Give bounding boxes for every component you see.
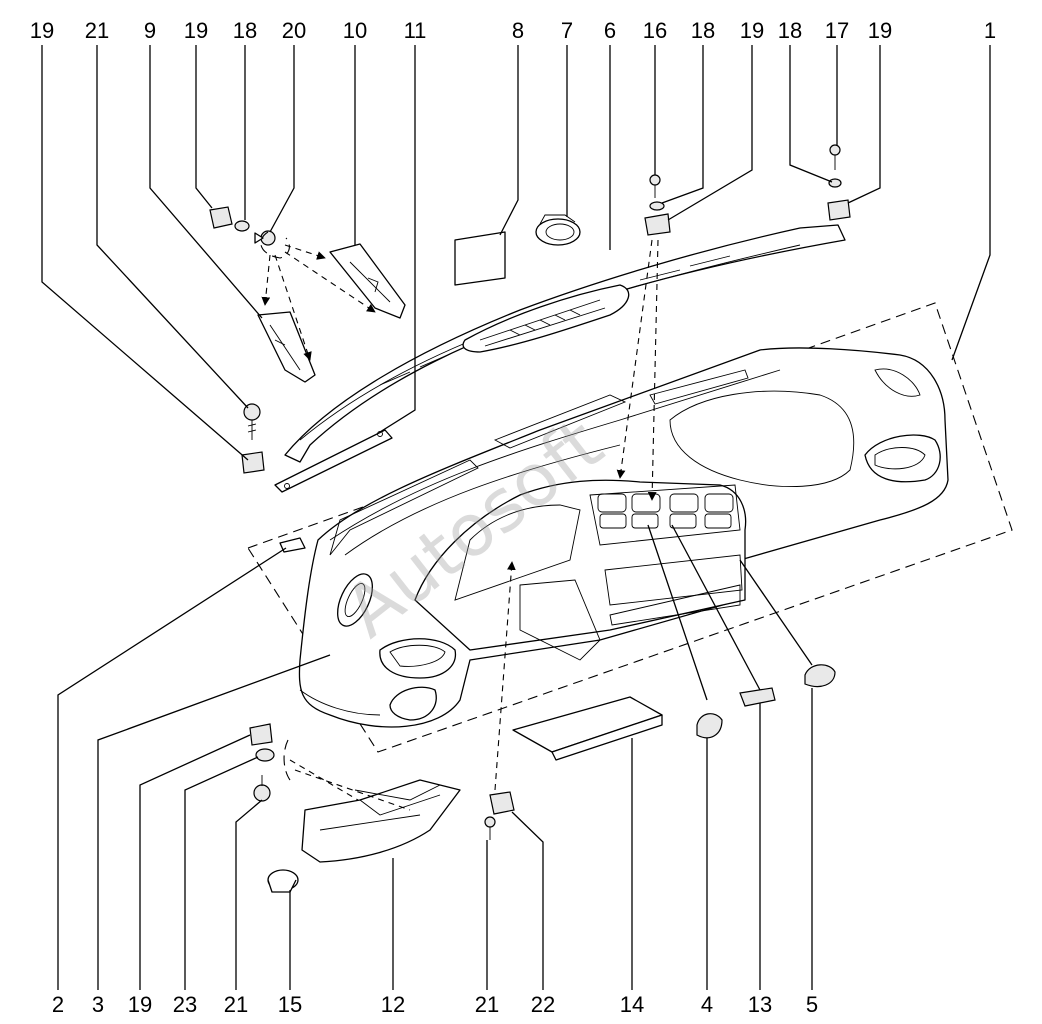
callout-top-17: 19 bbox=[868, 18, 892, 43]
screw-20 bbox=[254, 230, 276, 246]
washer-18-c bbox=[828, 178, 842, 188]
callout-top-15: 18 bbox=[778, 18, 802, 43]
bottom-callouts: 2 3 19 23 21 15 12 21 22 14 4 13 5 bbox=[52, 992, 818, 1017]
screw-21-bottom bbox=[253, 775, 271, 802]
knob-part-4 bbox=[696, 713, 723, 739]
callout-top-12: 16 bbox=[643, 18, 667, 43]
callout-bottom-9: 22 bbox=[531, 992, 555, 1017]
callout-bottom-2: 3 bbox=[92, 992, 104, 1017]
callout-top-5: 18 bbox=[233, 18, 257, 43]
washer-18-a bbox=[234, 220, 250, 232]
knob-part-5 bbox=[804, 664, 836, 688]
callout-bottom-6: 15 bbox=[278, 992, 302, 1017]
plug-part-7 bbox=[535, 214, 581, 246]
clip-22 bbox=[489, 791, 515, 815]
washer-18-b bbox=[649, 201, 665, 211]
callout-top-3: 9 bbox=[144, 18, 156, 43]
callout-top-16: 17 bbox=[825, 18, 849, 43]
clip-part-13 bbox=[739, 687, 776, 707]
screw-17 bbox=[829, 144, 841, 170]
callout-top-6: 20 bbox=[282, 18, 306, 43]
callout-top-10: 7 bbox=[561, 18, 573, 43]
callout-bottom-3: 19 bbox=[128, 992, 152, 1017]
callout-top-9: 8 bbox=[512, 18, 524, 43]
callout-bottom-12: 13 bbox=[748, 992, 772, 1017]
clip-19-b bbox=[644, 213, 671, 236]
clip-19-c bbox=[827, 199, 851, 221]
callout-top-11: 6 bbox=[604, 18, 616, 43]
callout-bottom-5: 21 bbox=[224, 992, 248, 1017]
callout-top-8: 11 bbox=[404, 18, 427, 43]
callout-top-13: 18 bbox=[691, 18, 715, 43]
leader-lines-bottom bbox=[57, 524, 813, 990]
callout-bottom-10: 14 bbox=[620, 992, 644, 1017]
bracket-part-9 bbox=[257, 311, 316, 383]
leader-lines-top bbox=[41, 45, 991, 461]
trim-part-14 bbox=[512, 696, 663, 761]
plug-part-15 bbox=[267, 869, 299, 893]
clip-19-left bbox=[241, 451, 265, 474]
callout-top-2: 21 bbox=[85, 18, 109, 43]
callout-bottom-13: 5 bbox=[806, 992, 818, 1017]
bracket-part-10 bbox=[329, 243, 406, 319]
clip-19-bottom bbox=[249, 723, 273, 746]
callout-bottom-7: 12 bbox=[381, 992, 405, 1017]
callout-top-7: 10 bbox=[343, 18, 367, 43]
callout-bottom-8: 21 bbox=[475, 992, 499, 1017]
screw-21-center bbox=[484, 816, 496, 840]
upper-trim-panel bbox=[274, 224, 846, 493]
clip-19-a bbox=[209, 206, 233, 229]
callout-top-4: 19 bbox=[184, 18, 208, 43]
callout-top-1: 19 bbox=[30, 18, 54, 43]
top-callouts: 19 21 9 19 18 20 10 11 8 7 6 16 18 19 18… bbox=[30, 18, 996, 43]
console-part-12 bbox=[301, 779, 461, 863]
callout-top-18: 1 bbox=[984, 18, 996, 43]
washer-23 bbox=[255, 748, 275, 762]
dashboard-panel bbox=[298, 347, 949, 728]
pad-part-8 bbox=[454, 231, 506, 286]
screw-16 bbox=[649, 174, 661, 198]
callout-bottom-1: 2 bbox=[52, 992, 64, 1017]
assembly-arrows bbox=[260, 231, 659, 811]
callout-bottom-4: 23 bbox=[173, 992, 197, 1017]
callout-top-14: 19 bbox=[740, 18, 764, 43]
screw-21-left bbox=[243, 403, 261, 440]
callout-bottom-11: 4 bbox=[701, 992, 713, 1017]
